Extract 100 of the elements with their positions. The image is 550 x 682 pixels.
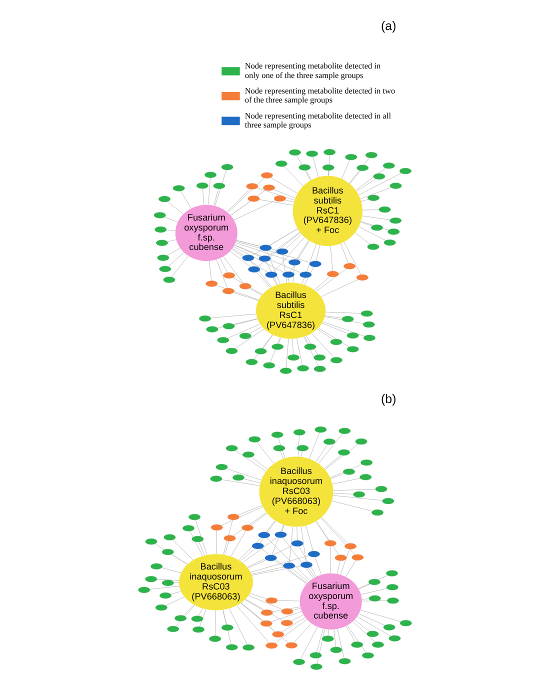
node-circle	[298, 164, 311, 170]
connector	[291, 614, 304, 622]
connector	[318, 328, 350, 348]
connector	[234, 200, 276, 220]
node-circle: Bacillus subtilis RsC1 (PV647836) + Foc	[292, 176, 362, 246]
node-circle	[355, 438, 368, 445]
node-circle	[196, 182, 208, 189]
node-circle	[264, 554, 277, 561]
connector	[166, 230, 176, 231]
connector	[292, 568, 308, 582]
connector	[266, 261, 278, 285]
connector	[236, 240, 278, 251]
node-circle	[239, 332, 252, 339]
connector	[238, 505, 262, 516]
connector	[198, 542, 205, 556]
node-circle	[246, 183, 258, 190]
connector	[208, 178, 211, 205]
connector	[220, 258, 228, 273]
node-circle	[263, 362, 276, 368]
connector	[325, 312, 362, 314]
node-circle	[356, 274, 368, 281]
node-circle	[388, 228, 400, 235]
node-circle	[390, 218, 402, 224]
node-circle	[330, 646, 342, 653]
legend-label: Node representing metabolite detected in all three sample groups	[244, 111, 392, 130]
connector	[328, 154, 330, 176]
connector	[274, 560, 307, 584]
connector	[198, 608, 203, 616]
node-circle	[306, 150, 318, 157]
connector	[330, 546, 331, 574]
node-circle	[351, 642, 364, 648]
node-circle	[258, 532, 270, 538]
node-circle	[242, 254, 254, 261]
connector	[250, 555, 309, 572]
connector	[340, 243, 349, 264]
connector	[296, 155, 311, 181]
connector	[322, 323, 348, 334]
connector	[226, 188, 250, 212]
node-circle	[310, 664, 322, 670]
connector	[235, 328, 264, 349]
connector	[256, 272, 271, 288]
node-circle	[384, 240, 396, 246]
connector	[214, 610, 216, 636]
connector	[250, 260, 272, 288]
connector	[349, 158, 370, 184]
node-circle	[248, 196, 260, 202]
connector	[301, 450, 302, 457]
node-circle	[209, 636, 222, 642]
connector	[266, 520, 276, 532]
node-circle	[330, 357, 342, 364]
connector	[298, 546, 317, 577]
connector	[236, 241, 310, 263]
legend-label: Node representing metabolite detected in only one of the three sample groups	[244, 62, 381, 80]
node-circle	[216, 464, 228, 470]
connector	[306, 526, 314, 552]
node-circle	[260, 244, 272, 251]
node-circle	[343, 468, 355, 475]
connector	[274, 237, 305, 272]
node-circle	[272, 344, 284, 350]
connector	[226, 468, 262, 480]
connector	[249, 288, 262, 296]
connector	[274, 619, 308, 644]
node-circle	[386, 584, 398, 590]
connector	[266, 538, 310, 581]
connector	[232, 249, 268, 273]
node-circle	[367, 244, 380, 250]
connector	[240, 602, 289, 644]
node-circle	[226, 445, 238, 452]
connector	[236, 240, 261, 247]
connector	[328, 170, 329, 176]
connector	[245, 599, 284, 621]
node-circle	[191, 616, 204, 622]
node-circle	[192, 536, 204, 542]
node-circle	[260, 172, 273, 178]
node-circle	[217, 337, 230, 344]
connector	[337, 629, 344, 658]
connector	[174, 582, 180, 584]
node-circle	[382, 498, 394, 504]
connector	[217, 318, 258, 328]
connector	[233, 246, 284, 273]
connector	[214, 170, 227, 206]
label: (a)	[381, 19, 396, 34]
node-circle	[222, 288, 234, 294]
connector	[168, 252, 184, 267]
node-circle	[150, 563, 163, 570]
node-circle	[182, 525, 194, 532]
connector	[235, 242, 290, 261]
connector	[333, 488, 376, 491]
connector	[344, 242, 362, 275]
connector	[210, 314, 257, 318]
node-circle	[310, 652, 322, 658]
connector	[312, 156, 319, 178]
node-circle	[242, 452, 254, 458]
connector	[358, 614, 386, 626]
node-circle	[293, 658, 306, 665]
connector	[251, 566, 284, 574]
node-circle	[206, 326, 218, 332]
node-circle	[265, 272, 278, 278]
node-circle	[338, 449, 350, 456]
connector	[209, 260, 212, 282]
